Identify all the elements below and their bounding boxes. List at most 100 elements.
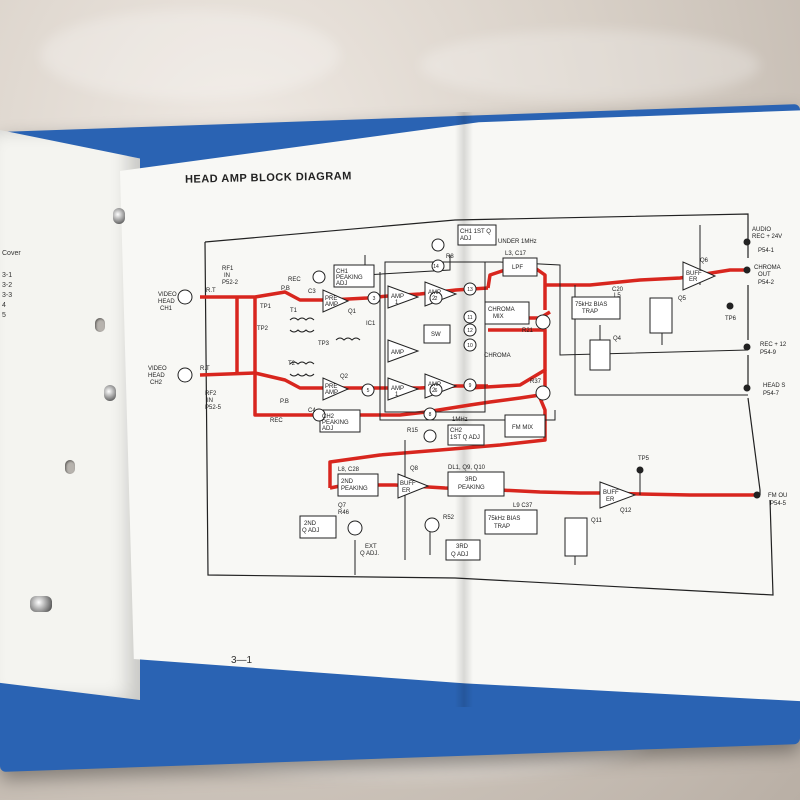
lpf-component-label: L3, C17 [505, 251, 527, 257]
buffer-q6-icon [682, 261, 717, 291]
pin-label: 12 [467, 328, 473, 334]
rec12-output-label: P54-9 [760, 350, 777, 356]
bias-trap-1-label: TRAP [582, 309, 598, 315]
bias-trap-2-label: TRAP [494, 524, 510, 530]
pin-label: 11 [467, 315, 472, 321]
lpf-box [502, 257, 538, 277]
punch-hole-icon [95, 318, 105, 332]
bias-trap-1-component: C20 [612, 287, 624, 293]
ch1-1st-q-box [457, 224, 497, 246]
ch2-1st-q-label: 1ST Q ADJ [450, 435, 480, 441]
component-label: C3 [308, 289, 316, 295]
ch2-peaking-label: PEAKING [322, 420, 349, 426]
component-label: R21 [522, 328, 534, 334]
ch1-1st-q-label: CH1 1ST Q [460, 229, 491, 235]
component-label: R46 [338, 510, 350, 516]
amp1-label: AMP [391, 294, 404, 300]
component-label: R52 [443, 515, 455, 521]
left-page-text: 3-3 [2, 292, 13, 299]
component-label: Q8 [410, 466, 419, 472]
left-page-text: 3-2 [2, 282, 13, 289]
bias-trap-2-component: L9 C37 [513, 503, 533, 509]
component-label: REC [270, 418, 283, 424]
page-number: 3—1 [231, 655, 253, 666]
fm-output-label: FM OU [768, 493, 787, 499]
1mhz-label: 1MHz [452, 417, 468, 423]
component-label: R8 [446, 254, 454, 260]
amp2-label: AMP [428, 382, 441, 388]
left-page-text: 4 [2, 302, 6, 309]
ch1-input-label: CH1 [160, 306, 173, 312]
third-q-label: 3RD [456, 544, 469, 550]
ext-q-label: Q ADJ. [360, 551, 379, 557]
ch2-peaking-label: CH2 [322, 414, 335, 420]
pin-label: 8 [429, 412, 432, 418]
component-label: Q1 [348, 309, 357, 315]
third-peaking-component: DL1, Q9, Q10 [448, 465, 486, 471]
second-peaking-component: L8, C28 [338, 467, 360, 473]
audio-output-label: REC + 24V [752, 234, 782, 240]
pin-label: 9 [469, 383, 472, 389]
amp2-label: 2 [432, 296, 436, 302]
fm-mix-box [504, 414, 546, 438]
head-s-output-label: HEAD S [763, 383, 785, 389]
third-peaking-label: PEAKING [458, 485, 485, 491]
chroma-mix-box [484, 301, 530, 325]
pin-label: 13 [467, 287, 473, 293]
under-1mhz-label: UNDER 1MHz [498, 239, 537, 245]
rf2-label: IN [207, 398, 213, 404]
binder-ring-icon [30, 596, 52, 612]
rf1-label: IN [224, 273, 230, 279]
buffer-q6-label: BUFF [686, 271, 702, 277]
rf2-label: P52-5 [205, 405, 222, 411]
ch1-peaking-label: ADJ [336, 281, 347, 287]
binder-ring-icon [113, 208, 125, 224]
component-label: Q6 [700, 258, 709, 264]
buffer-q8-icon [397, 473, 430, 499]
left-page-text: 5 [2, 312, 6, 319]
ch1-input-label: HEAD [158, 299, 175, 305]
ch1-input-label: VIDEO [158, 292, 177, 298]
component-label: TP5 [638, 456, 650, 462]
ext-q-label: EXT [365, 544, 377, 550]
block-shapes [299, 224, 673, 561]
component-label: TP2 [257, 326, 269, 332]
pin-label: 10 [467, 343, 473, 349]
bias-trap-1-component: L5 [614, 293, 621, 299]
transformer-icons [289, 317, 361, 377]
pin-label: 5 [367, 388, 370, 394]
bias-trap-1-box [571, 296, 621, 320]
chroma-mix-label: MIX [493, 314, 504, 320]
component-label: R15 [407, 428, 419, 434]
audio-output-label: P54-1 [758, 248, 775, 254]
pre-amp-label: PRE [325, 296, 337, 302]
ch2-peaking-label: ADJ [322, 426, 333, 432]
third-peaking-box [447, 471, 505, 497]
ch2-input-label: VIDEO [148, 366, 167, 372]
q5-switch-box [649, 297, 673, 334]
sw-box [423, 324, 451, 344]
component-label: TP3 [318, 341, 330, 347]
diagram-labels: VIDEO HEAD CH1 VIDEO HEAD CH2 RF1 IN P52… [148, 227, 787, 558]
component-label: Q12 [620, 508, 632, 514]
buffer-q8-label: BUFF [400, 481, 416, 487]
fm-output-label: P54-5 [770, 501, 787, 507]
amp-mid-icon [387, 339, 420, 363]
audio-output-label: AUDIO [752, 227, 771, 233]
component-label: T2 [288, 361, 296, 367]
amp2-label: AMP [428, 290, 441, 296]
second-peaking-label: PEAKING [341, 486, 368, 492]
component-label: Q4 [613, 336, 622, 342]
pre-amp-label: AMP [325, 302, 338, 308]
ch2-input-label: CH2 [150, 380, 163, 386]
component-label: P.B [280, 399, 289, 405]
amp-label: AMP [391, 350, 404, 356]
component-label: T1 [290, 308, 298, 314]
pre-amp-label: AMP [325, 390, 338, 396]
amp1-top-icon [387, 285, 420, 309]
left-page-text: 3-1 [2, 272, 13, 279]
head-s-output-label: P54-7 [763, 391, 780, 397]
buffer-q6-label: ER [689, 277, 698, 283]
component-label: C4 [308, 408, 316, 414]
